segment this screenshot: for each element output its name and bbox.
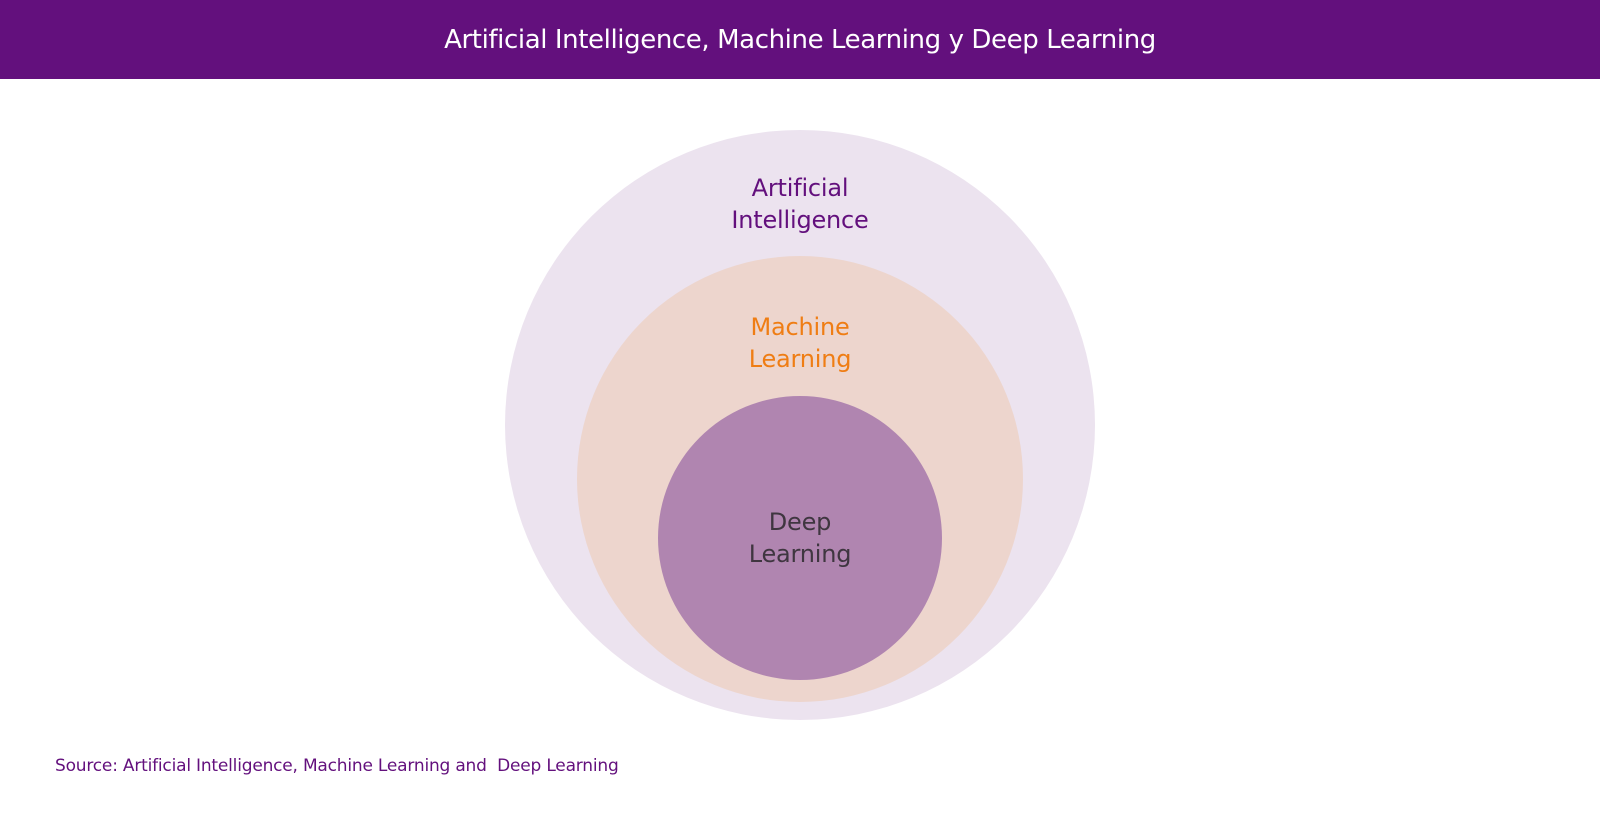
- source-note: Source: Artificial Intelligence, Machine…: [55, 756, 619, 776]
- deep-learning-label: Deep Learning: [700, 506, 900, 570]
- machine-learning-label-line-2: Learning: [748, 345, 852, 373]
- deep-learning-label-line-1: Deep: [768, 508, 832, 536]
- machine-learning-label: Machine Learning: [700, 311, 900, 375]
- artificial-intelligence-label-line-1: Artificial: [751, 174, 849, 202]
- artificial-intelligence-label-line-2: Intelligence: [731, 206, 869, 234]
- header-bar: Artificial Intelligence, Machine Learnin…: [0, 0, 1600, 79]
- machine-learning-label-line-1: Machine: [750, 313, 850, 341]
- header-title: Artificial Intelligence, Machine Learnin…: [444, 24, 1156, 55]
- deep-learning-label-line-2: Learning: [748, 540, 852, 568]
- artificial-intelligence-label: Artificial Intelligence: [700, 172, 900, 236]
- deep-learning-circle: [658, 396, 942, 680]
